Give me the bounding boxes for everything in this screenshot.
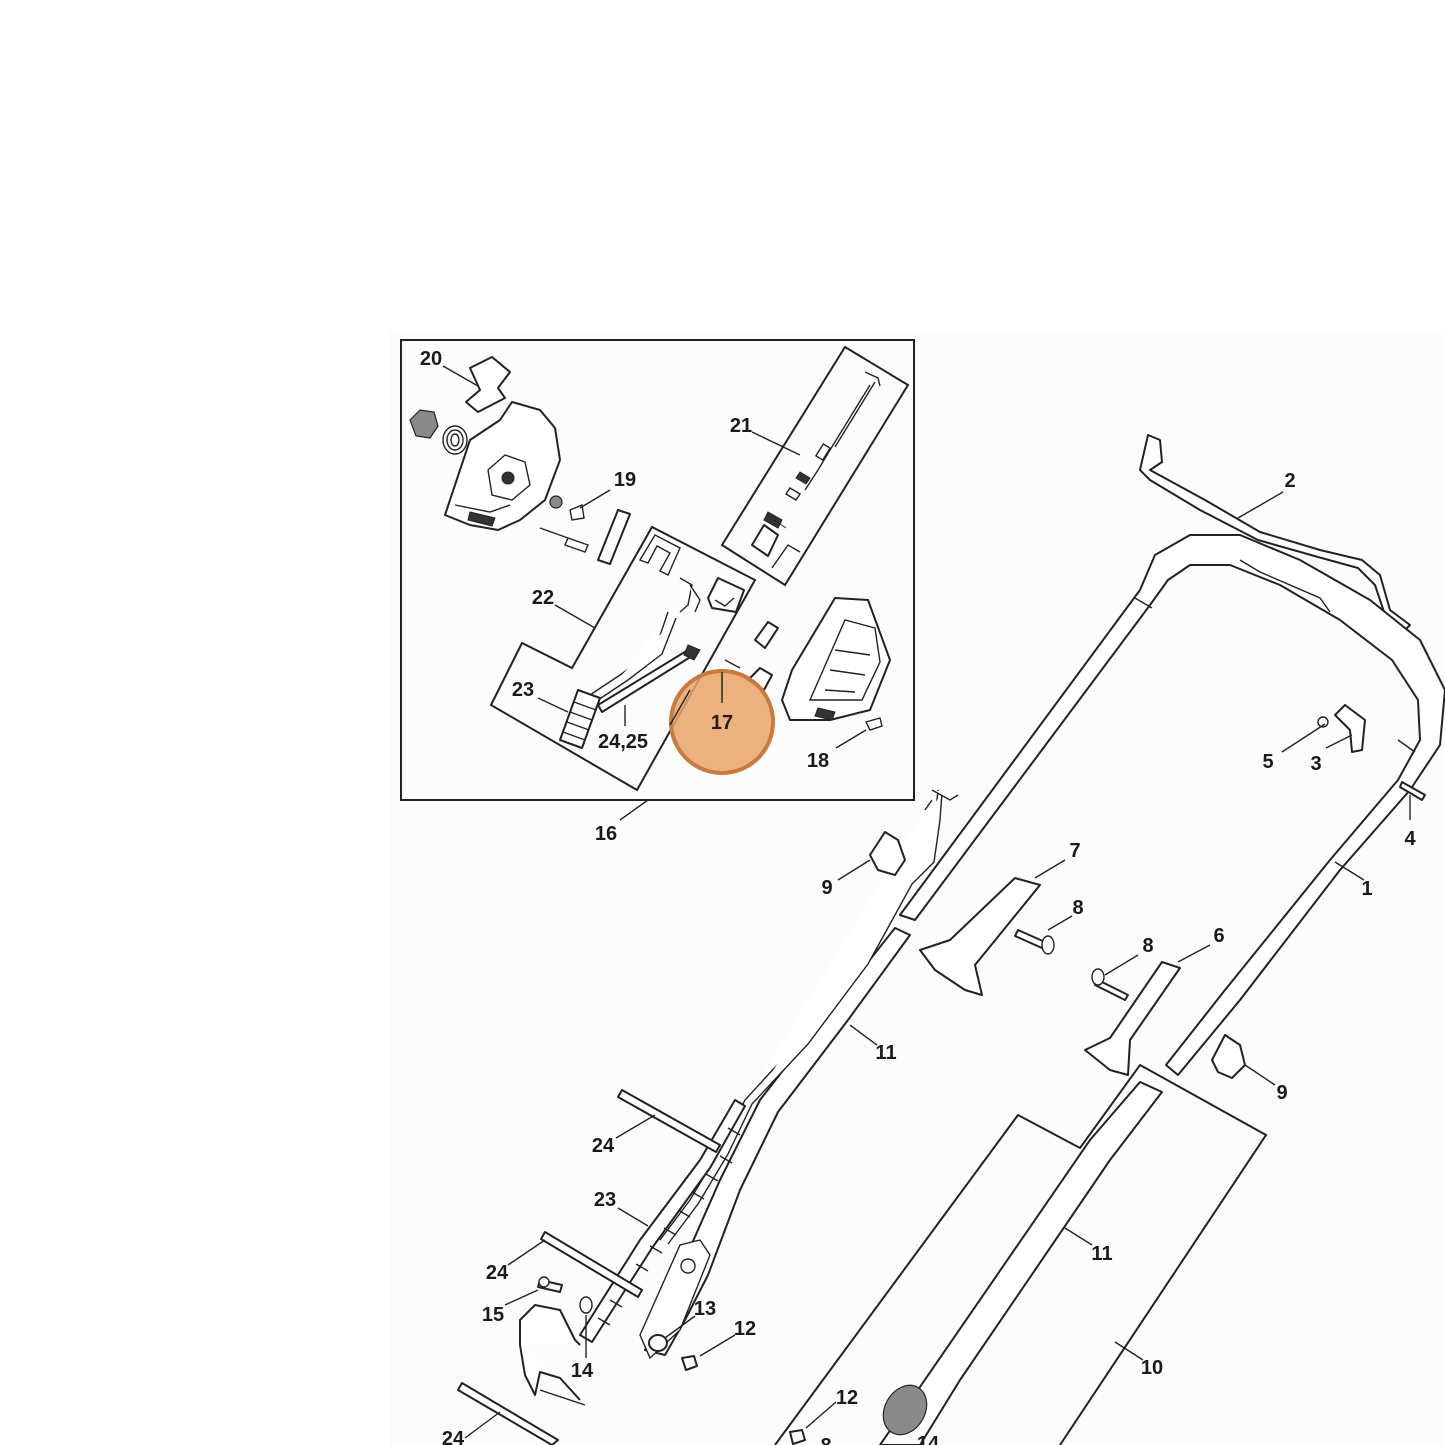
callout-8-a: 8 [1072, 897, 1083, 919]
callout-23-inset: 23 [512, 679, 534, 701]
part-9-knob-left [869, 831, 906, 876]
switch-cover [724, 597, 891, 721]
callout-24-a: 24 [592, 1135, 615, 1157]
callout-10: 10 [1141, 1357, 1163, 1379]
part-7-bracket [919, 877, 1041, 996]
callout-7: 7 [1069, 840, 1080, 862]
callout-14-b: 14 [917, 1433, 940, 1445]
spring-small [763, 511, 787, 529]
callout-22: 22 [532, 587, 554, 609]
callout-3: 3 [1310, 753, 1321, 775]
highlight-leader-b [669, 689, 691, 726]
callout-24-c: 24 [442, 1428, 465, 1445]
part-3-latch [1317, 704, 1366, 753]
part-2-bail-bar [1139, 434, 1411, 631]
callout-5: 5 [1262, 751, 1273, 773]
small-pins [539, 509, 631, 565]
callout-18: 18 [807, 750, 829, 772]
part-11-lower-handle [639, 927, 911, 1360]
part-4-pin [1399, 781, 1426, 801]
part-6-bracket [1084, 961, 1181, 1076]
part-8-bolt-a [1014, 929, 1055, 955]
part-18-screw [864, 717, 883, 731]
callout-1: 1 [1361, 878, 1372, 900]
callout-9-b: 9 [1276, 1082, 1287, 1104]
callout-23-main: 23 [594, 1189, 616, 1211]
part-15-bolt [537, 1276, 563, 1293]
part-22-box [489, 525, 757, 792]
callout-13: 13 [694, 1298, 716, 1320]
drawing-area [390, 330, 1445, 1445]
callout-9-a: 9 [821, 877, 832, 899]
callout-17[interactable]: 17 [711, 712, 733, 734]
part-19-screw [549, 495, 585, 521]
part-8-bolt-b [1091, 968, 1129, 1001]
part-14-washer [579, 1296, 593, 1314]
callout-14-a: 14 [571, 1360, 594, 1382]
callout-19: 19 [614, 469, 636, 491]
callout-8-c: 8 [820, 1435, 831, 1445]
part-24-tie-inset [597, 644, 701, 713]
callout-11-a: 11 [875, 1042, 896, 1064]
callout-6: 6 [1213, 925, 1224, 947]
callout-2: 2 [1284, 470, 1295, 492]
callout-24-25: 24,25 [598, 731, 648, 753]
part-1-upper-handle [899, 534, 1445, 1076]
callout-4: 4 [1404, 828, 1416, 850]
callout-24-b: 24 [486, 1262, 509, 1284]
part-10-box [774, 1063, 1268, 1445]
part-21-box [720, 345, 910, 587]
callout-21: 21 [730, 415, 752, 437]
callout-12-b: 12 [836, 1387, 858, 1409]
callout-8-b: 8 [1142, 935, 1153, 957]
callout-20: 20 [420, 348, 442, 370]
coiled-cable [519, 1304, 586, 1406]
knob-spring [409, 409, 468, 455]
part-12-nut [681, 1355, 806, 1445]
callout-12-a: 12 [734, 1318, 756, 1340]
inset-frame [400, 339, 915, 801]
part-13-bushing [648, 1334, 668, 1352]
callout-11-b: 11 [1091, 1243, 1112, 1265]
leader-lines [442, 365, 1411, 1439]
callout-16: 16 [595, 823, 617, 845]
switch-housing [444, 401, 561, 531]
callout-15: 15 [482, 1304, 504, 1326]
part-20-cap [465, 356, 511, 413]
part-23-sleeve [559, 689, 601, 749]
part-24-ties [457, 1089, 721, 1445]
